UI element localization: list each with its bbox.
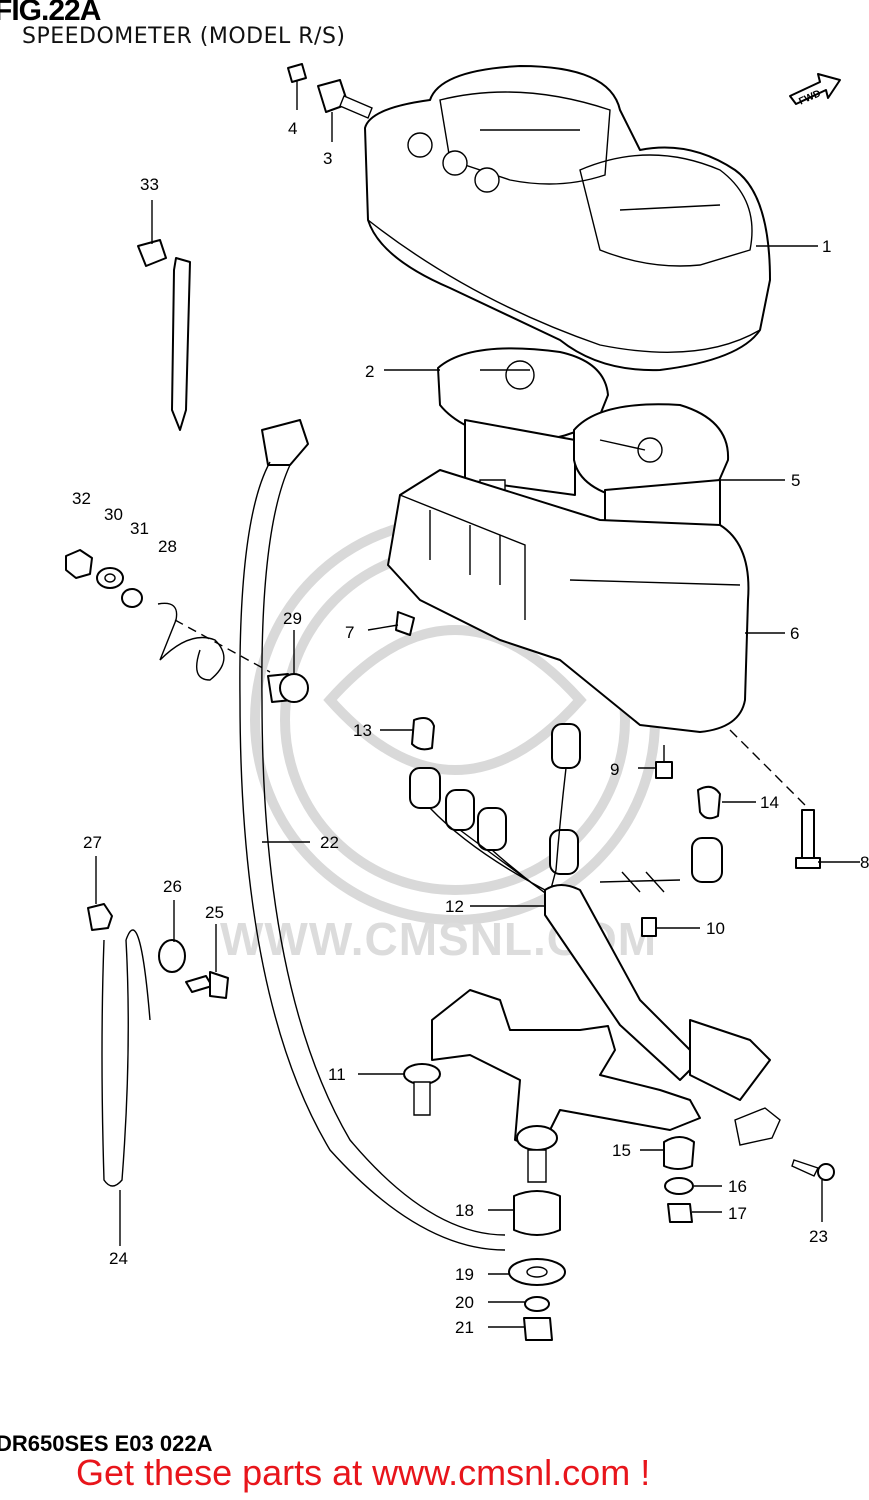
- part-1-meter-case: [364, 65, 771, 372]
- callout-14: 14: [760, 793, 779, 812]
- callout-3: 3: [323, 149, 332, 168]
- leader-lines: [95, 200, 860, 1328]
- forward-arrow-icon: FWD: [789, 73, 841, 108]
- callout-7: 7: [345, 623, 354, 642]
- figure-subtitle: SPEEDOMETER (MODEL R/S): [22, 24, 346, 49]
- part-9-screw: [655, 745, 673, 779]
- callout-26: 26: [163, 877, 182, 896]
- part-27-nut: [87, 903, 113, 931]
- part-19-washer: [508, 1258, 566, 1286]
- part-20-washer: [524, 1296, 550, 1312]
- part-23-screw: [791, 1159, 835, 1181]
- part-13-bulb: [411, 717, 435, 751]
- callout-15: 15: [612, 1141, 631, 1160]
- part-24-wire-band: [101, 929, 151, 1187]
- callout-18: 18: [455, 1201, 474, 1220]
- callout-9: 9: [610, 760, 619, 779]
- part-6-lower-case: [387, 469, 750, 733]
- callout-22: 22: [320, 833, 339, 852]
- callout-10: 10: [706, 919, 725, 938]
- model-code: DR650SES E03 022A: [0, 1431, 213, 1456]
- callout-11: 11: [328, 1065, 346, 1084]
- callout-32: 32: [72, 489, 91, 508]
- part-4-screw: [287, 63, 307, 110]
- callout-12: 12: [445, 897, 464, 916]
- part-3-cable-gear: [317, 79, 373, 142]
- callout-6: 6: [790, 624, 799, 643]
- callout-25: 25: [205, 903, 224, 922]
- callout-31: 31: [130, 519, 149, 538]
- callout-8: 8: [860, 853, 869, 872]
- callout-29: 29: [283, 609, 302, 628]
- part-17-nut: [667, 1203, 693, 1223]
- part-12-wiring-harness: [409, 723, 781, 1146]
- part-16-washer: [664, 1177, 694, 1195]
- part-33-cable-tie: [137, 239, 191, 431]
- part-32-nut: [65, 549, 93, 579]
- part-26-washer: [158, 939, 186, 973]
- figure-title: FIG.22A: [0, 0, 101, 27]
- callout-20: 20: [455, 1293, 474, 1312]
- part-21-nut: [523, 1317, 553, 1341]
- callout-28: 28: [158, 537, 177, 556]
- part-11-bracket: [403, 989, 701, 1151]
- part-29-bolt: [267, 673, 309, 703]
- part-8-bolt: [729, 729, 821, 869]
- callout-2: 2: [365, 362, 374, 381]
- part-7-screw: [367, 611, 415, 636]
- callout-23: 23: [809, 1227, 828, 1246]
- part-30-washer: [96, 567, 124, 589]
- part-22-meter-cable: [239, 419, 506, 1251]
- part-14-bulb: [697, 785, 721, 820]
- part-15-grommet: [663, 1136, 695, 1170]
- callout-16: 16: [728, 1177, 747, 1196]
- callout-33: 33: [140, 175, 159, 194]
- callout-1: 1: [822, 237, 831, 256]
- callout-30: 30: [104, 505, 123, 524]
- callout-4: 4: [288, 119, 297, 138]
- part-10-screw: [641, 917, 657, 937]
- part-28-clamp: [157, 602, 271, 681]
- callout-21: 21: [455, 1318, 474, 1337]
- callout-17: 17: [728, 1204, 747, 1223]
- promo-link[interactable]: Get these parts at www.cmsnl.com !: [76, 1452, 651, 1493]
- callout-labels: 1 2 3 4 5 6 7 8 9 10 11 12 13 14 15 16 1…: [72, 119, 869, 1337]
- callout-27: 27: [83, 833, 102, 852]
- callout-5: 5: [791, 471, 800, 490]
- part-31-lock-washer: [121, 588, 143, 608]
- part-18-grommet: [513, 1125, 561, 1236]
- callout-24: 24: [109, 1249, 128, 1268]
- part-25-bolt: [185, 971, 229, 999]
- callout-19: 19: [455, 1265, 474, 1284]
- callout-13: 13: [353, 721, 372, 740]
